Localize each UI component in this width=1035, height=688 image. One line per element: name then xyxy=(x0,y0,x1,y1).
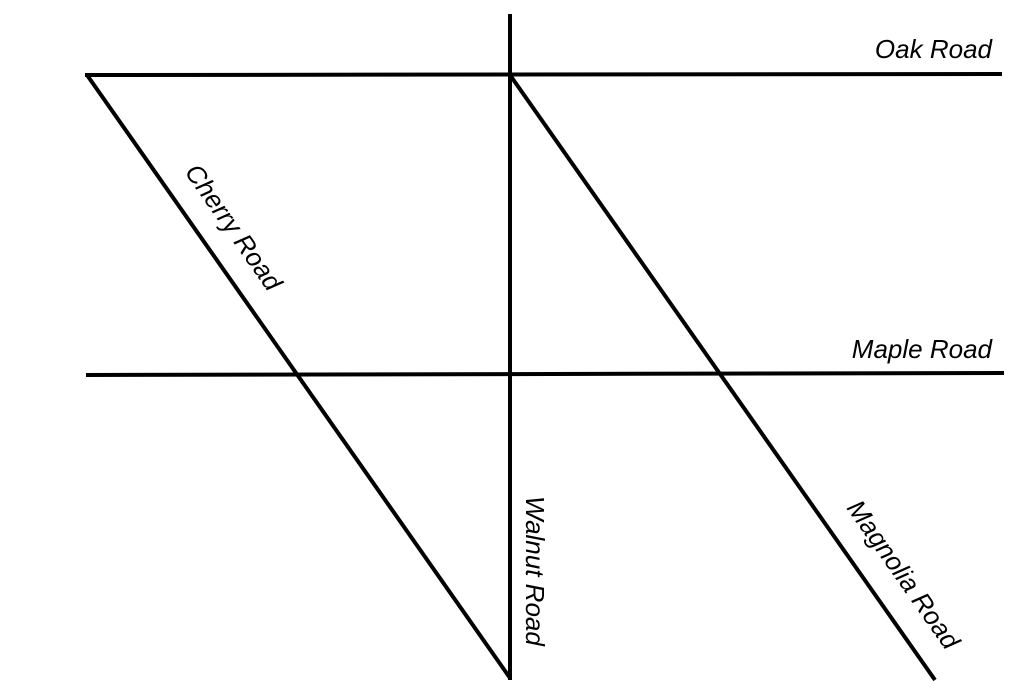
magnolia-road-line xyxy=(508,73,937,682)
maple-road-label: Maple Road xyxy=(852,334,994,364)
maple-road-line xyxy=(85,371,1005,377)
cherry-road-line xyxy=(85,73,512,680)
oak-road-label: Oak Road xyxy=(875,34,994,64)
walnut-road-label: Walnut Road xyxy=(520,496,550,647)
oak-road-line xyxy=(84,72,1003,77)
